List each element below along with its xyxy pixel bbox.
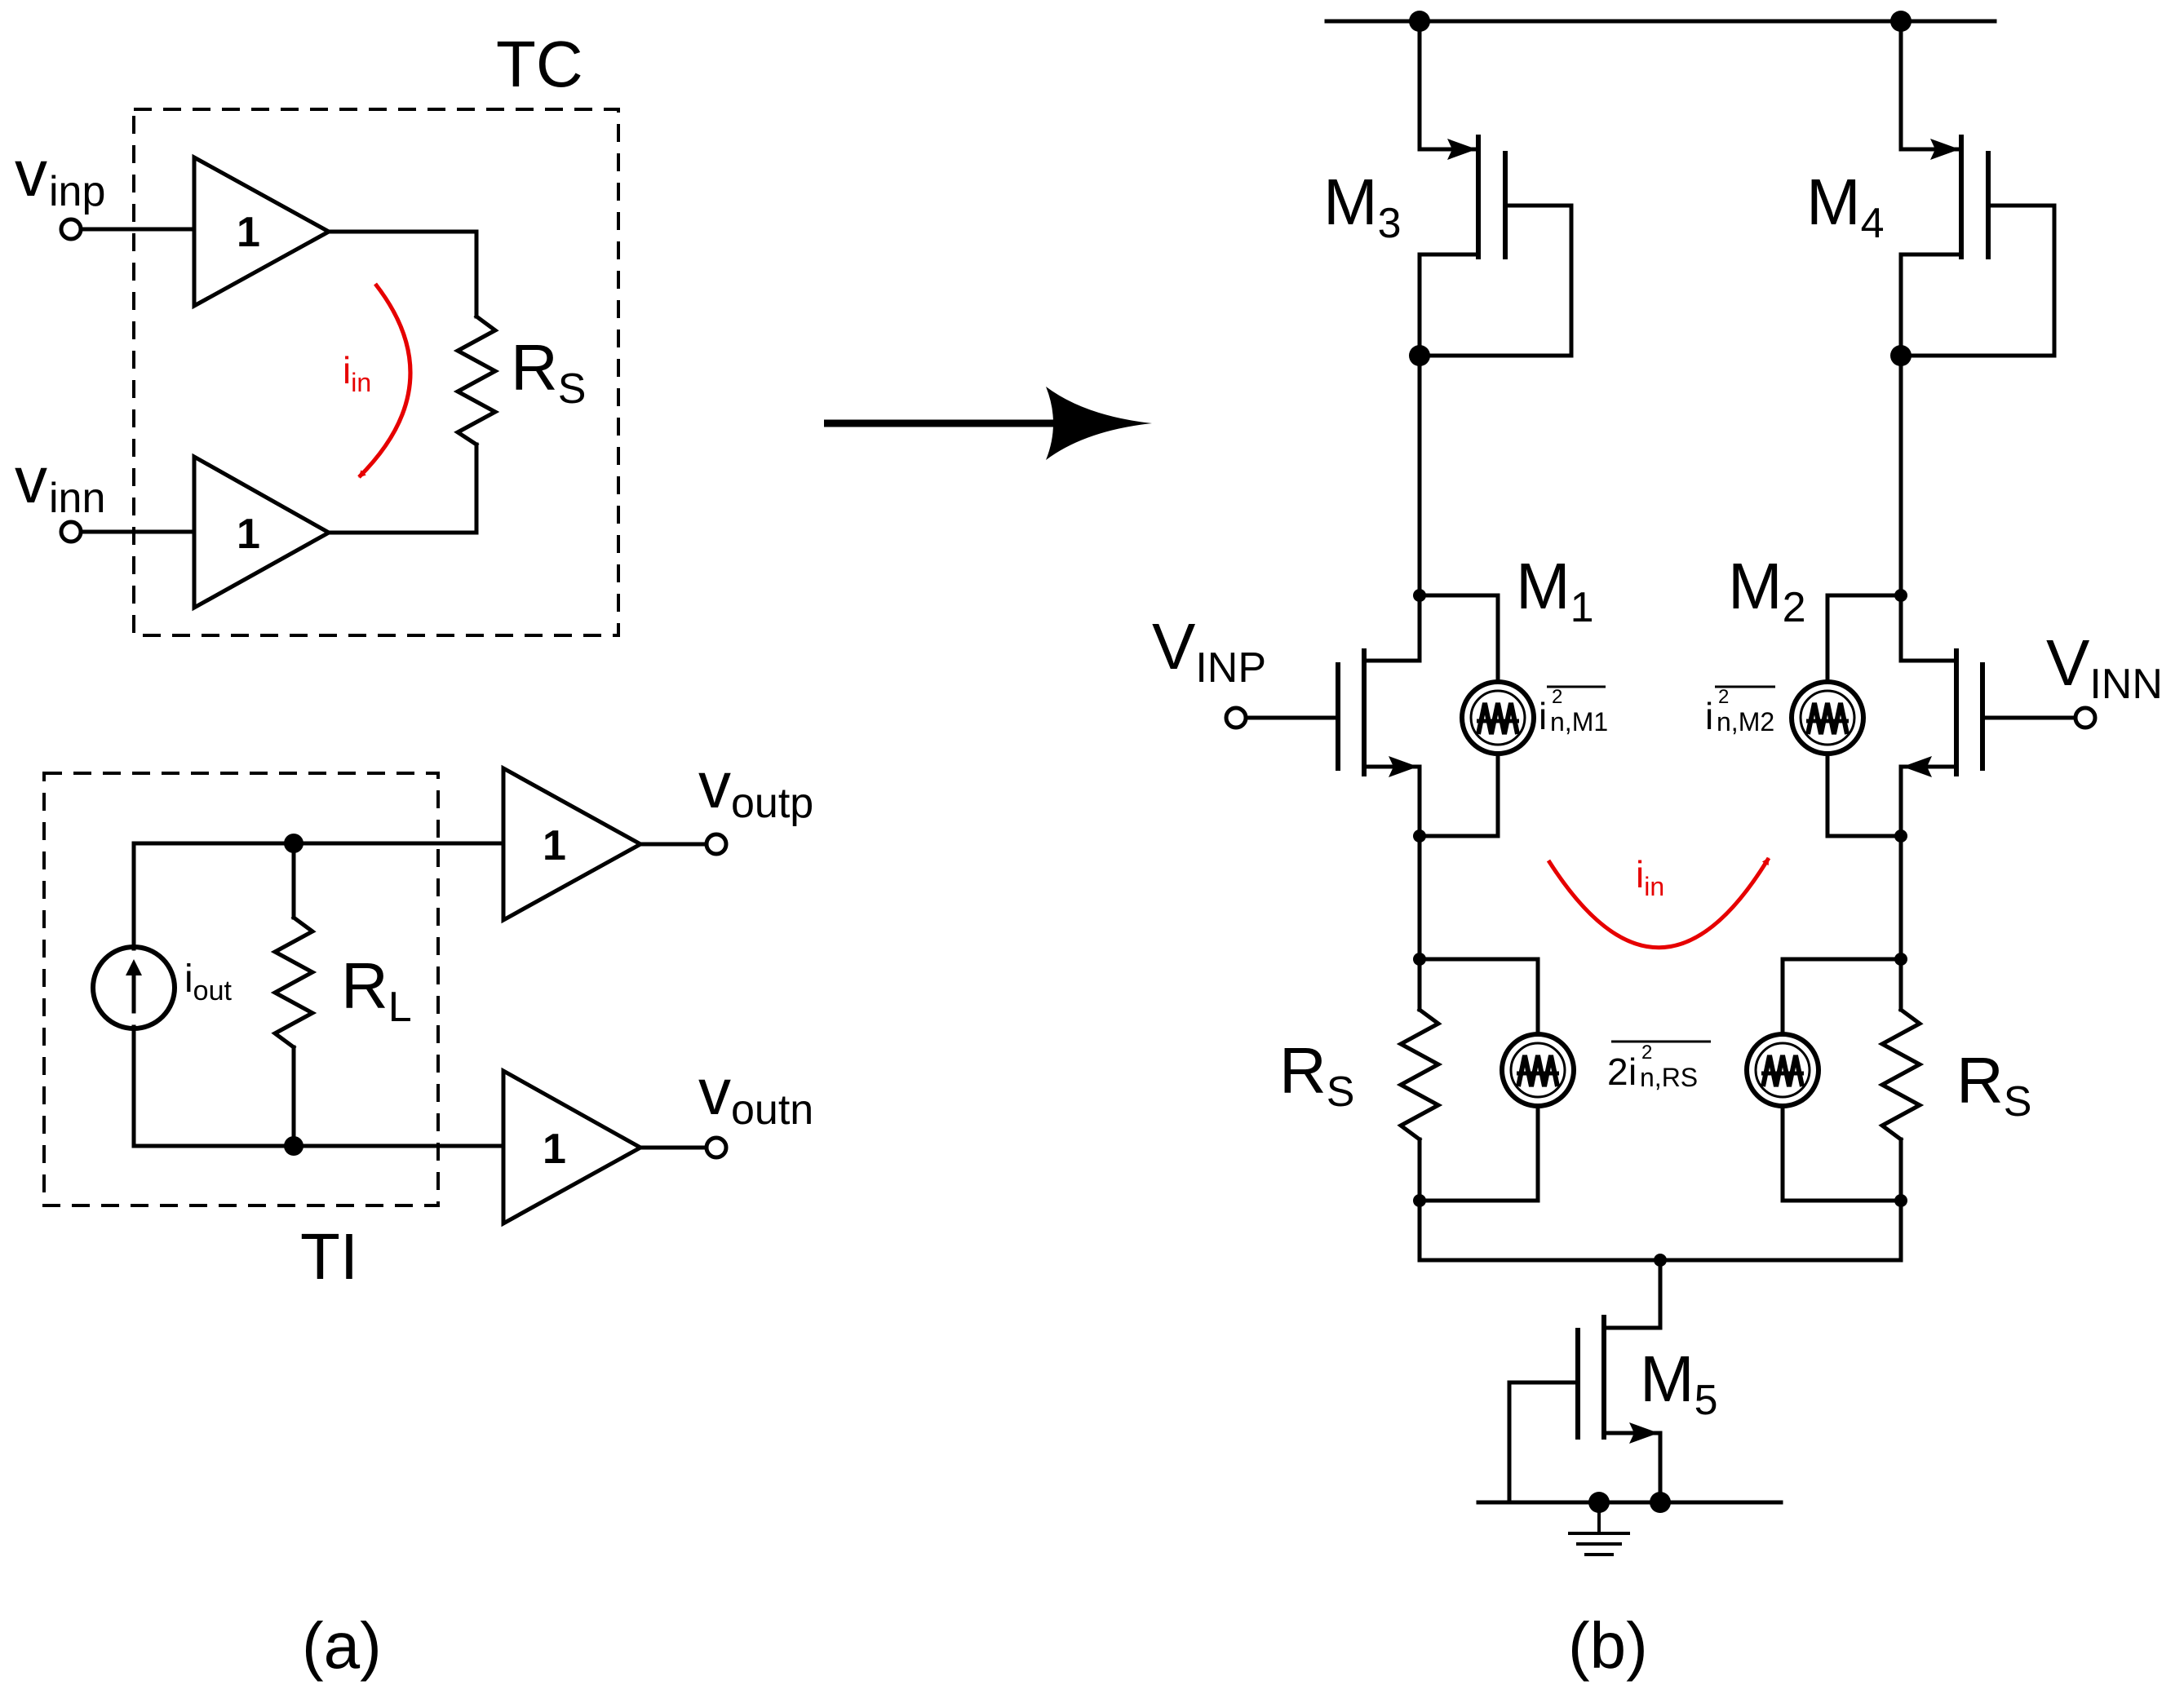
m1-source-wire <box>1362 764 1422 838</box>
vinp-label-b: VINP <box>1152 610 1266 692</box>
left-rs-noise-wire-bottom <box>1417 1104 1540 1203</box>
noise-m2-sub: n,M2 <box>1717 707 1774 736</box>
tc-label: TC <box>496 28 583 100</box>
voutp-pin <box>704 832 729 856</box>
tc-buffer-top <box>192 153 334 310</box>
m2-arrow <box>1903 756 1932 777</box>
iin-label-b: iin <box>1636 853 1664 901</box>
vinn-pin-b <box>2073 706 2098 730</box>
rs-wire-bottom-a <box>326 442 479 535</box>
rs-wire-top-a <box>326 229 479 319</box>
noise-m1-sup: 2 <box>1552 686 1562 708</box>
m3-label: M3 <box>1323 166 1402 247</box>
m5-gate-wire <box>1507 1380 1580 1505</box>
iout-current-source <box>91 944 177 1031</box>
m5-arrow <box>1629 1422 1659 1444</box>
ti-label: TI <box>300 1220 358 1293</box>
rl-label: RL <box>341 949 412 1031</box>
vinp-label-a: vinp <box>15 137 105 215</box>
m5-drain-wire <box>1601 1258 1663 1330</box>
voutn-pin <box>704 1135 729 1160</box>
ground-symbol <box>1568 1502 1630 1556</box>
m2-noise-source <box>1792 682 1863 754</box>
m2-source-wire <box>1898 764 1959 838</box>
m1-drain-wire <box>1362 593 1422 663</box>
m3-source-wire <box>1417 19 1481 152</box>
m1-arrow <box>1389 756 1418 777</box>
noise-rs-sup: 2 <box>1641 1042 1652 1064</box>
rl-resistor <box>270 914 317 1051</box>
vinp-pin-a <box>59 217 83 241</box>
iin-arrow-b <box>1546 856 1771 950</box>
noise-m2-sup: 2 <box>1718 686 1729 708</box>
m1-noise-wire-top <box>1417 593 1500 684</box>
m4-diode-wire <box>1898 203 2057 358</box>
noise-m2-base: i <box>1705 695 1713 737</box>
m3-arrow <box>1447 139 1477 160</box>
left-rs-resistor <box>1396 1006 1443 1143</box>
noise-m1-sub: n,M1 <box>1550 707 1608 736</box>
voutn-label: voutn <box>698 1055 813 1134</box>
noise-rs-base: i <box>1628 1051 1637 1093</box>
right-rs-noise-wire-top <box>1780 957 1903 1037</box>
ti-buffer-top-gain: 1 <box>543 822 566 869</box>
caption-b: (b) <box>1568 1609 1648 1682</box>
rs-right-label: RS <box>1956 1044 2031 1126</box>
m1-noise-source <box>1462 682 1534 754</box>
voutp-label: voutp <box>698 749 813 827</box>
rs-resistor-a <box>453 313 500 448</box>
iin-label-a: iin <box>343 349 371 397</box>
m2-noise-wire-bottom <box>1825 751 1903 838</box>
vinp-pin-b <box>1224 706 1248 730</box>
transform-arrow <box>824 387 1152 460</box>
m4-source-wire <box>1898 19 1964 152</box>
noise-m1-base: i <box>1539 695 1547 737</box>
m1-noise-wire-bottom <box>1417 751 1500 838</box>
rs-left-label: RS <box>1279 1034 1354 1116</box>
tc-buffer-top-gain: 1 <box>237 209 260 256</box>
ti-buffer-bottom-gain: 1 <box>543 1126 566 1173</box>
noise-rs-coef: 2 <box>1607 1051 1628 1093</box>
noise-rs-sub: n,RS <box>1640 1063 1698 1092</box>
ti-buffer-top <box>501 764 645 924</box>
transform-arrow-head <box>1046 387 1152 460</box>
m1-label: M1 <box>1516 550 1594 631</box>
noise-m1-label: i 2 n,M1 <box>1539 685 1608 737</box>
m2-noise-wire-top <box>1825 593 1903 684</box>
m5-source-wire <box>1601 1431 1663 1505</box>
m2-label: M2 <box>1728 550 1806 631</box>
vinn-label-a: vinn <box>15 444 105 522</box>
noise-m2-label: i 2 n,M2 <box>1705 685 1775 737</box>
m4-label: M4 <box>1806 166 1885 247</box>
rs-label-a: RS <box>511 331 586 413</box>
iout-label: iout <box>184 958 232 1006</box>
tc-dashed-box <box>132 108 620 637</box>
tc-buffer-bottom-gain: 1 <box>237 511 260 558</box>
m2-drain-wire <box>1898 593 1959 663</box>
tc-buffer-bottom <box>192 453 334 612</box>
m3-diode-wire <box>1417 203 1574 358</box>
m5-label: M5 <box>1640 1342 1718 1424</box>
m5-source-node <box>1650 1492 1671 1513</box>
right-rs-noise-wire-bottom <box>1780 1104 1903 1203</box>
m4-drain-wire <box>1898 252 1964 358</box>
iin-arrow-a <box>357 282 413 479</box>
m4-arrow <box>1930 139 1960 160</box>
right-rs-noise-source <box>1747 1034 1819 1106</box>
left-rs-noise-source <box>1502 1034 1574 1106</box>
right-rs-resistor <box>1877 1006 1925 1143</box>
left-rs-noise-wire-top <box>1417 957 1540 1037</box>
vinn-label-b: VINN <box>2046 626 2163 708</box>
ti-buffer-bottom <box>501 1067 645 1227</box>
panel-a: TC vinp 1 vinn 1 RS iin TI iout <box>15 28 813 1682</box>
caption-a: (a) <box>302 1609 382 1682</box>
m3-drain-wire <box>1417 252 1481 358</box>
noise-rs-label: 2 i 2 n,RS <box>1607 1040 1711 1093</box>
panel-b: M3 M4 M1 VINP i 2 n,M1 <box>1152 11 2163 1682</box>
iout-wire-bottom <box>131 1024 296 1148</box>
iout-wire-top <box>131 841 296 951</box>
iout-arrow-head <box>126 959 142 975</box>
vinn-pin-a <box>59 520 83 544</box>
